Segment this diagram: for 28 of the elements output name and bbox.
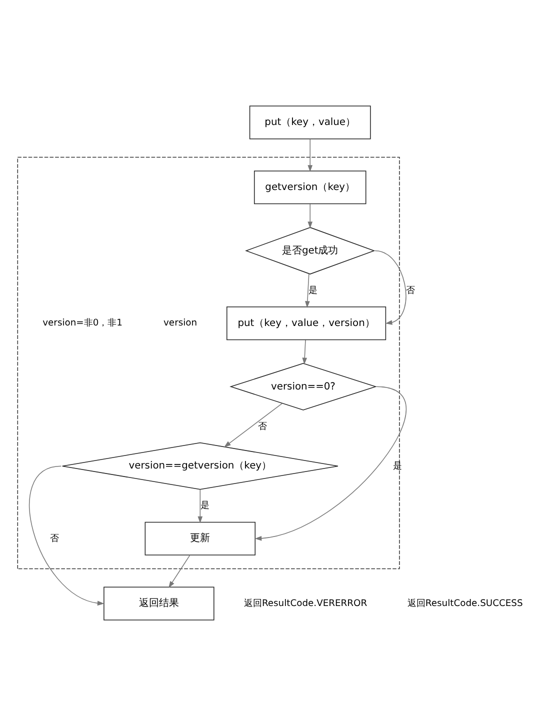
arrow	[198, 488, 203, 523]
arrow	[168, 554, 190, 588]
label: 返回ResultCode.VERERROR	[244, 597, 368, 608]
arrow	[308, 203, 313, 228]
node-box: getversion（key）	[254, 170, 366, 204]
edge-label: 否	[50, 532, 60, 544]
edge-label: 是	[200, 500, 210, 511]
edge-label: 是	[308, 284, 318, 296]
arrow	[308, 138, 313, 172]
cluster	[17, 156, 400, 569]
arrow	[29, 465, 104, 606]
label: version	[164, 317, 198, 328]
arrow	[374, 250, 406, 324]
arrow	[254, 386, 407, 540]
node-box: 返回结果	[104, 586, 214, 620]
edge-label: 是	[393, 460, 402, 471]
node-box: put（key，value，version）	[226, 306, 386, 340]
edge-label: 否	[406, 284, 416, 296]
arrow	[305, 272, 310, 308]
arrow	[224, 402, 282, 447]
arrow	[302, 339, 308, 364]
node-box: put（key，value）	[249, 105, 371, 139]
label: version=非0，非1	[42, 317, 122, 328]
edge-label: 否	[258, 420, 267, 432]
label: 返回ResultCode.SUCCESS	[407, 597, 523, 608]
node-diamond: version==0?	[230, 362, 377, 410]
node-box: 更新	[144, 521, 256, 555]
node-diamond: 是否get成功	[245, 226, 376, 274]
